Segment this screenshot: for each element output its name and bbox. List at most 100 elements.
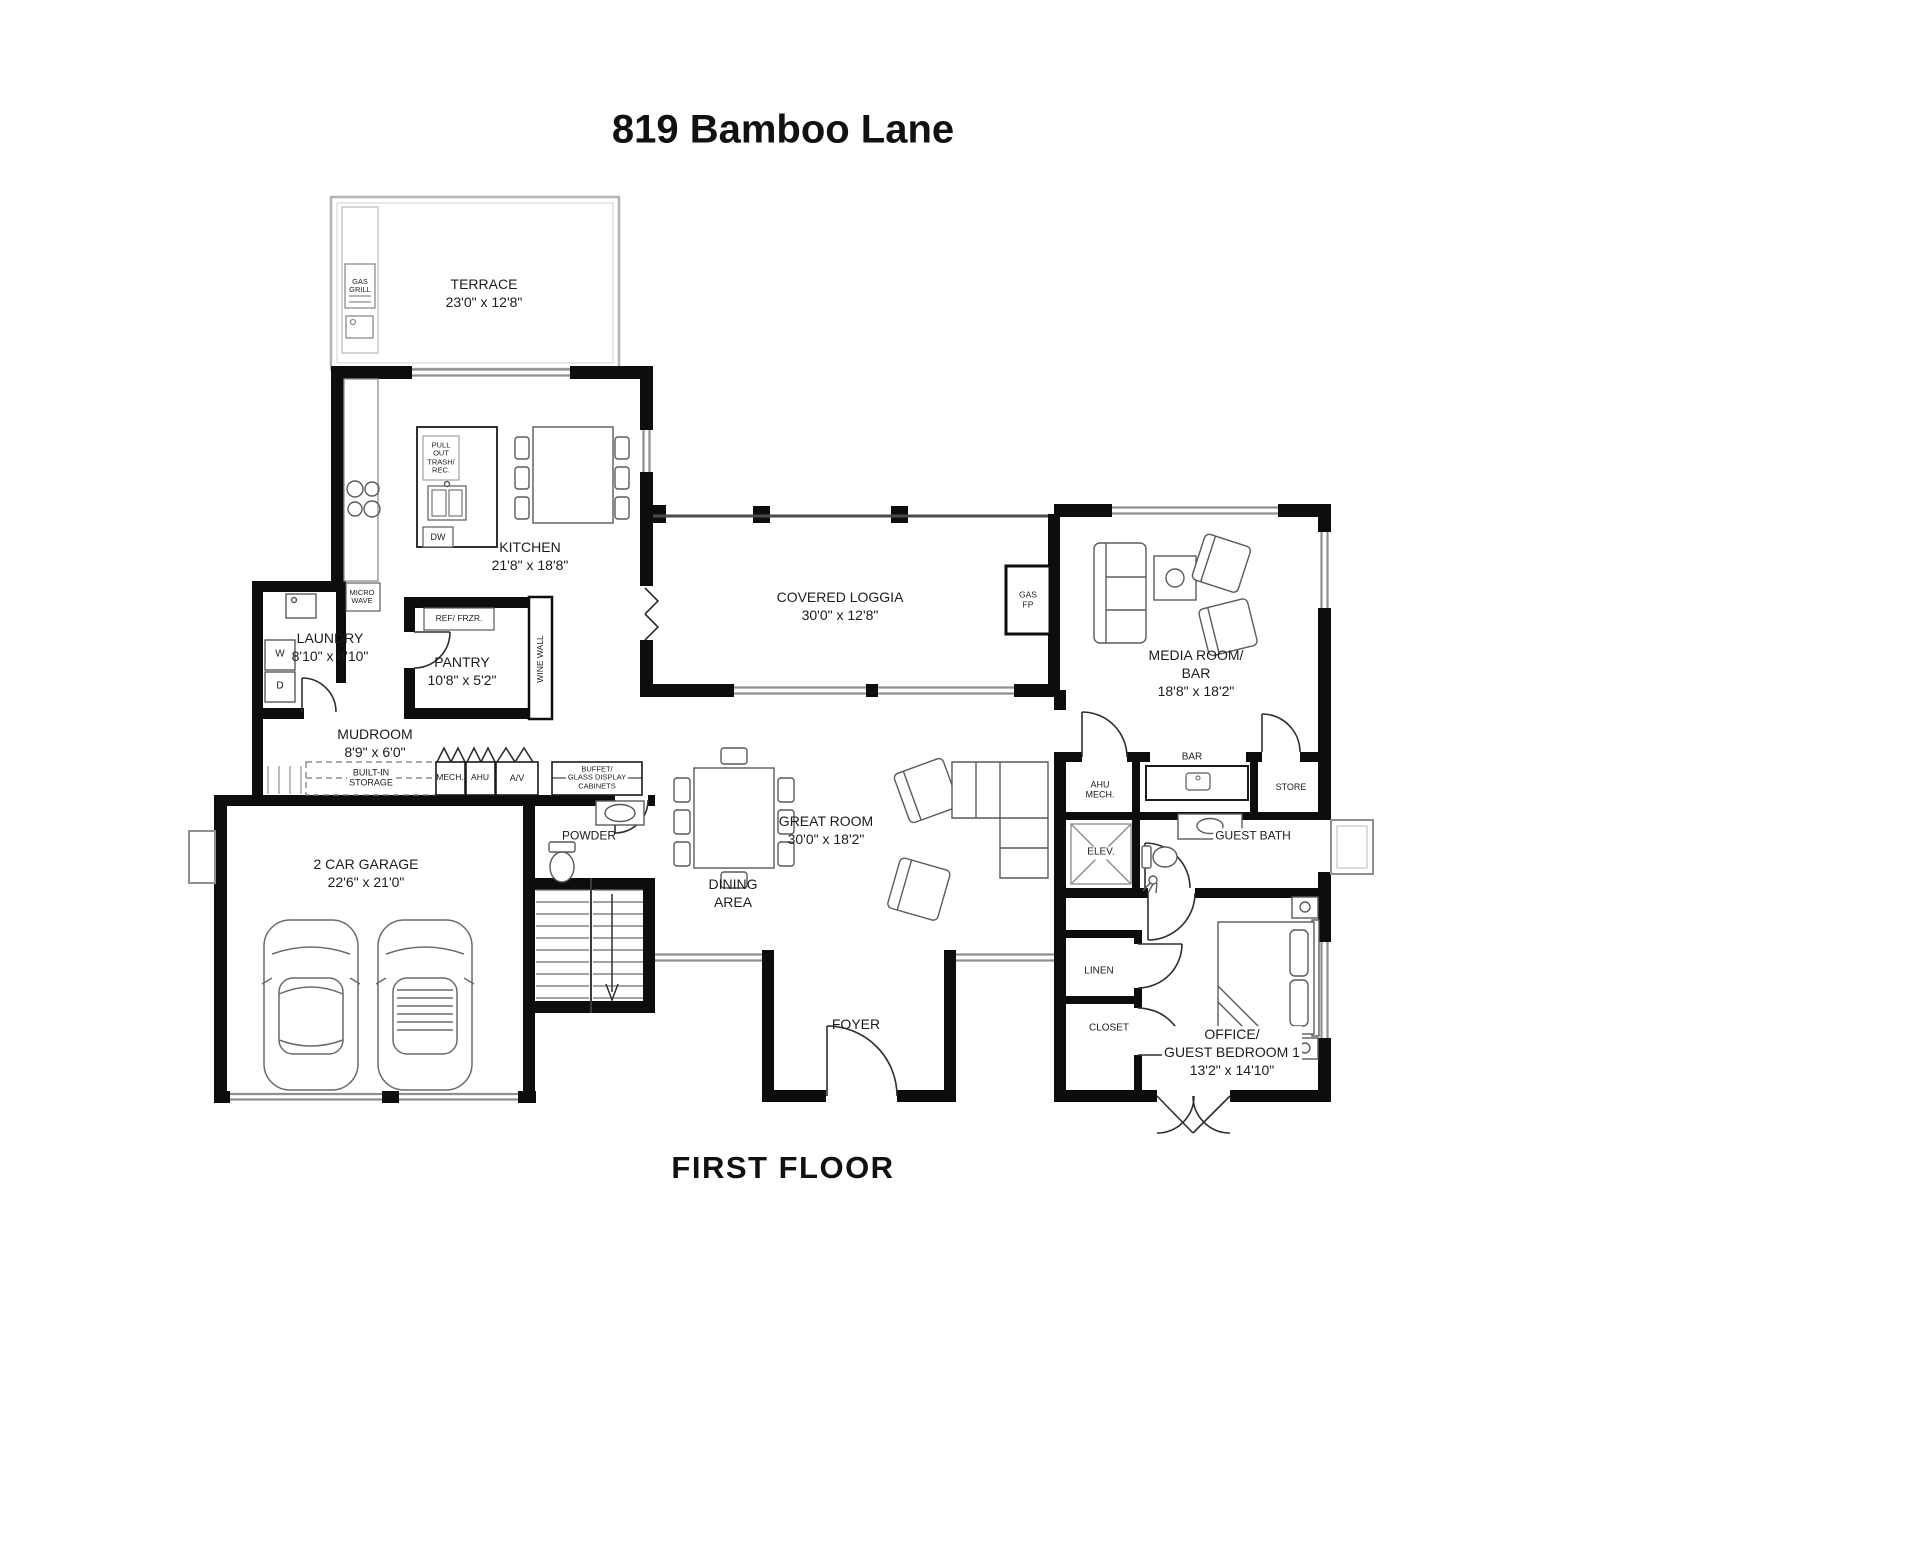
side-steps	[267, 766, 302, 794]
room-label-covered-loggia: COVERED LOGGIA 30'0" x 12'8"	[777, 589, 904, 625]
bar-counter	[1145, 765, 1249, 801]
label-line: WINE WALL	[535, 635, 546, 683]
label-line: GREAT ROOM	[778, 813, 874, 830]
label-built-in-storage: BUILT-IN STORAGE	[347, 767, 395, 789]
label-line: OFFICE/	[1204, 1026, 1260, 1043]
room-label-office-guest-bedroom: OFFICE/ GUEST BEDROOM 1 13'2" x 14'10"	[1162, 1026, 1302, 1080]
label-line: W	[275, 648, 285, 660]
room-label-powder: POWDER	[562, 828, 616, 843]
label-line: BUILT-IN	[352, 767, 390, 778]
label-line: BAR	[1181, 751, 1203, 763]
label-gas-grill: GAS GRILL	[347, 276, 373, 295]
label-line: LAUNDRY	[296, 630, 364, 647]
room-label-kitchen: KITCHEN 21'8" x 18'8"	[492, 539, 569, 575]
dining-furniture	[673, 747, 795, 889]
room-label-terrace: TERRACE 23'0" x 12'8"	[446, 276, 523, 312]
powder-fixtures	[548, 800, 645, 883]
wine-wall-cabinet	[527, 595, 554, 721]
stairs	[536, 878, 643, 1013]
label-line: REC.	[432, 465, 450, 475]
label-line: A/V	[509, 772, 525, 783]
label-line: 30'0" x 18'2"	[787, 831, 865, 847]
room-label-pantry: PANTRY 10'8" x 5'2"	[428, 654, 497, 690]
room-label-closet: CLOSET	[1089, 1023, 1129, 1036]
room-label-garage: 2 CAR GARAGE 22'6" x 21'0"	[313, 856, 418, 892]
label-line: 8'9" x 6'0"	[344, 744, 406, 760]
room-label-ahu-mech: AHU MECH.	[1086, 780, 1115, 801]
label-line: PANTRY	[434, 654, 490, 671]
label-line: MECH.	[1085, 790, 1115, 800]
label-line: TERRACE	[450, 276, 518, 293]
page-title: 819 Bamboo Lane	[611, 107, 955, 152]
floor-label: FIRST FLOOR	[671, 1150, 895, 1185]
label-line: GRILL	[349, 285, 371, 294]
room-label-bar: BAR	[1179, 751, 1205, 765]
room-label-media-room: MEDIA ROOM/ BAR 18'8" x 18'2"	[1149, 647, 1244, 701]
label-line: LINEN	[1084, 965, 1114, 977]
label-dryer: D	[276, 681, 283, 694]
label-washer: W	[275, 649, 284, 662]
label-line: MICRO	[349, 587, 375, 597]
label-pullout-trash: PULL OUT TRASH/ REC.	[425, 440, 457, 475]
label-line: CABINETS	[578, 781, 616, 791]
label-line: 10'8" x 5'2"	[427, 672, 497, 688]
media-room-furniture	[1093, 533, 1258, 657]
label-av: A/V	[510, 773, 525, 783]
label-buffet-cabinets: BUFFET/ GLASS DISPLAY CABINETS	[565, 764, 629, 791]
label-line: GUEST BATH	[1215, 828, 1291, 843]
car-right	[375, 919, 475, 1091]
label-ahu: AHU	[471, 773, 489, 783]
label-line: 8'10" x 8'10"	[291, 648, 369, 664]
label-line: TRASH/	[427, 457, 455, 466]
label-line: GAS	[1019, 589, 1037, 600]
bay-window	[188, 819, 1374, 884]
label-mech: MECH.	[436, 773, 463, 783]
label-line: GAS	[352, 276, 368, 286]
car-left	[261, 919, 361, 1091]
room-label-store: STORE	[1276, 782, 1307, 792]
grill-and-terrace-sink	[344, 263, 376, 339]
stair-direction-arrow	[605, 894, 619, 1003]
room-label-foyer: FOYER	[832, 1016, 880, 1034]
walls	[214, 366, 1331, 1103]
label-line: KITCHEN	[499, 539, 561, 556]
room-label-guest-bath: GUEST BATH	[1213, 828, 1293, 844]
guest-bath-fixtures	[1141, 813, 1243, 894]
label-microwave: MICRO WAVE	[347, 587, 377, 606]
room-label-mudroom: MUDROOM 8'9" x 6'0"	[337, 726, 412, 762]
label-line: DW	[430, 531, 446, 542]
label-line: DINING	[708, 876, 758, 893]
label-line: 30'0" x 12'8"	[801, 607, 879, 623]
label-line: BUFFET/	[581, 764, 613, 774]
label-line: 21'8" x 18'8"	[491, 557, 569, 573]
garage-cars	[261, 919, 475, 1091]
label-line: MUDROOM	[337, 726, 413, 743]
label-line: 18'8" x 18'2"	[1157, 682, 1235, 699]
label-line: AHU	[471, 772, 489, 783]
laundry-fixtures	[264, 593, 317, 703]
label-line: FOYER	[831, 1016, 881, 1033]
bedroom-furniture	[1217, 896, 1320, 1060]
label-line: 22'6" x 21'0"	[327, 874, 405, 890]
room-label-laundry: LAUNDRY 8'10" x 8'10"	[292, 630, 369, 666]
label-line: BAR	[1181, 665, 1211, 682]
label-line: FP	[1022, 599, 1034, 609]
label-line: OUT	[433, 448, 449, 458]
kitchen-furniture	[343, 378, 630, 631]
label-line: WAVE	[351, 596, 373, 605]
label-line: PULL	[431, 440, 451, 450]
label-line: GLASS DISPLAY	[567, 772, 627, 782]
label-line: AREA	[713, 894, 753, 910]
label-gas-fp: GAS FP	[1017, 589, 1039, 610]
label-line: STORE	[1275, 781, 1307, 792]
label-ref-frzr: REF/ FRZR.	[433, 614, 485, 624]
label-line: CLOSET	[1088, 1022, 1130, 1034]
label-line: STORAGE	[349, 778, 393, 788]
label-line: 2 CAR GARAGE	[313, 856, 419, 873]
label-dw: DW	[431, 532, 446, 542]
label-line: 23'0" x 12'8"	[445, 294, 523, 310]
label-line: D	[276, 680, 284, 692]
label-line: MEDIA ROOM/	[1148, 647, 1244, 664]
label-line: 13'2" x 14'10"	[1189, 1061, 1275, 1078]
